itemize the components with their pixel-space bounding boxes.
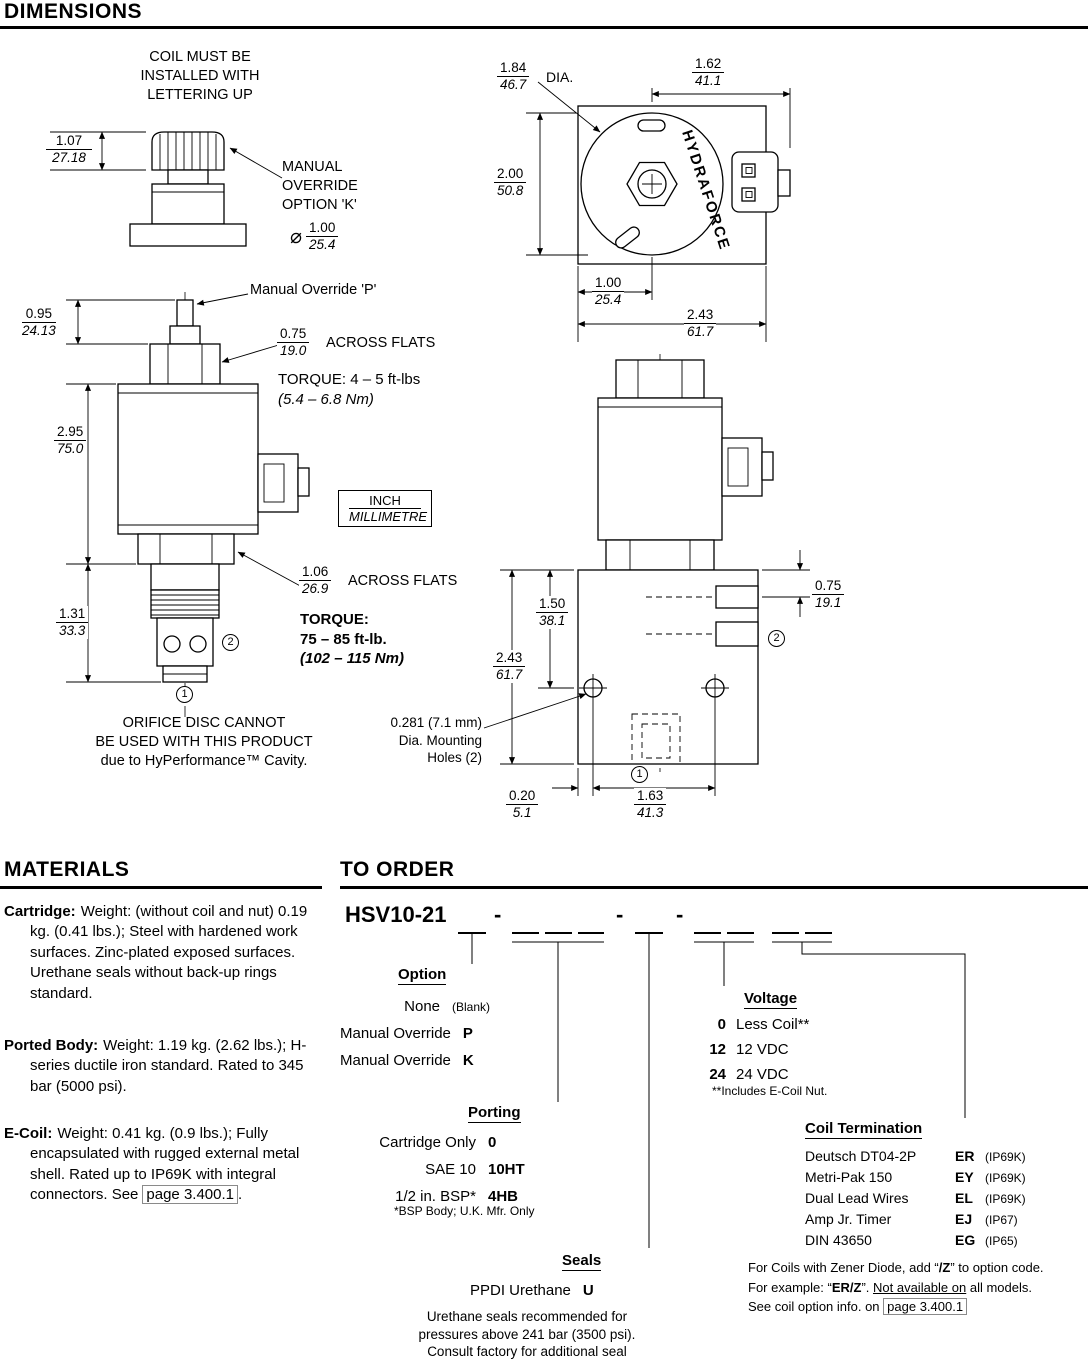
mounting-holes-note: 0.281 (7.1 mm) Dia. Mounting Holes (2) — [390, 715, 482, 766]
materials-ported-body: Ported Body:Weight: 1.19 kg. (2.62 lbs.)… — [4, 1037, 307, 1095]
bsp-note: *BSP Body; U.K. Mfr. Only — [394, 1204, 535, 1218]
manual-override-k-label: MANUAL OVERRIDE OPTION 'K' — [282, 159, 358, 213]
dim-body-top-to-hole: 1.50 38.1 — [536, 596, 569, 630]
option-heading: Option — [398, 966, 447, 985]
dim-cartridge-length: 1.31 33.3 — [56, 606, 89, 640]
materials-rule — [0, 886, 322, 889]
cartridge-torque-note: TORQUE: 75 – 85 ft-lb. (102 – 115 Nm) — [300, 611, 404, 667]
dim-stem-height: 0.95 24.13 — [22, 306, 56, 340]
model-prefix: HSV10-21 — [345, 902, 447, 927]
coil-option-page-link[interactable]: page 3.400.1 — [883, 1298, 968, 1315]
knob-drawing — [50, 131, 283, 247]
cartridge-drawing — [66, 292, 310, 717]
option-row-none: None(Blank) — [404, 998, 491, 1015]
across-flats-label-1: ACROSS FLATS — [326, 335, 436, 351]
voltage-heading: Voltage — [744, 990, 798, 1009]
materials-cartridge-text: Weight: (without coil and nut) 0.19 kg. … — [30, 903, 308, 1002]
zener-line-2: For example: “ER/Z”. Not available on al… — [748, 1279, 1032, 1295]
materials-ecoil-text: Weight: 0.41 kg. (0.9 lbs.); Fully encap… — [30, 1125, 300, 1204]
ecoil-page-link[interactable]: page 3.400.1 — [142, 1185, 238, 1205]
to-order-rule — [340, 886, 1088, 889]
dim-nut-flats: 1.06 26.9 — [299, 564, 332, 598]
dia-label: DIA. — [546, 69, 574, 85]
seals-heading: Seals — [562, 1252, 602, 1271]
dimensions-rule — [0, 26, 1088, 29]
voltage-blank-2 — [727, 910, 754, 934]
coil-install-note: COIL MUST BE INSTALLED WITH LETTERING UP — [140, 49, 260, 103]
materials-ecoil-suffix: . — [238, 1186, 243, 1204]
dash-3: - — [676, 902, 684, 927]
porting-heading: Porting — [468, 1104, 521, 1123]
materials-title: MATERIALS — [4, 858, 130, 881]
dash-1: - — [494, 902, 502, 927]
order-connector-lines — [471, 934, 966, 1248]
dim-port-depth: 0.75 19.1 — [812, 578, 845, 612]
across-flats-label-2: ACROSS FLATS — [348, 573, 458, 589]
diameter-symbol-icon: ⌀ — [290, 225, 303, 248]
zener-line-1: For Coils with Zener Diode, add “/Z” to … — [748, 1260, 1044, 1275]
dim-edge-to-hole: 0.20 5.1 — [506, 788, 539, 822]
seals-note: Urethane seals recommended for pressures… — [418, 1309, 636, 1360]
dim-coil-width: 1.62 41.1 — [692, 56, 725, 90]
coil-torque-note: TORQUE: 4 – 5 ft-lbs (5.4 – 6.8 Nm) — [278, 371, 421, 408]
coil-top-view-drawing: HYDRAFORCE — [526, 81, 791, 342]
materials-cartridge: Cartridge:Weight: (without coil and nut)… — [4, 903, 308, 1002]
zener-note: For Coils with Zener Diode, add “/Z” to … — [748, 1258, 1086, 1317]
dim-coil-body-height: 2.95 75.0 — [54, 424, 87, 458]
ecoil-nut-note: **Includes E-Coil Nut. — [712, 1084, 828, 1098]
dim-hole-spacing: 1.63 41.3 — [634, 788, 667, 822]
dimensions-title: DIMENSIONS — [4, 0, 143, 23]
porting-blank-3 — [578, 910, 604, 934]
seals-blank — [635, 910, 663, 934]
option-blank — [458, 910, 486, 934]
termination-heading: Coil Termination — [805, 1120, 923, 1139]
dim-coil-total-width: 2.43 61.7 — [684, 307, 717, 341]
termination-blank-1 — [772, 910, 799, 934]
voltage-blank-1 — [694, 910, 721, 934]
manual-override-p-label: Manual Override 'P' — [250, 282, 377, 298]
dim-knob-height: 1.07 27.18 — [46, 133, 92, 167]
orifice-note: ORIFICE DISC CANNOT BE USED WITH THIS PR… — [95, 715, 313, 769]
dash-2: - — [616, 902, 624, 927]
to-order-title: TO ORDER — [340, 858, 455, 881]
zener-line-3: See coil option info. on page 3.400.1 — [748, 1297, 1086, 1317]
porting-blank-2 — [545, 910, 572, 934]
dim-coil-center: 1.00 25.4 — [592, 275, 625, 309]
callout-2-badge-left: 2 — [222, 634, 239, 651]
materials-ported-body-text: Weight: 1.19 kg. (2.62 lbs.); H-series d… — [30, 1037, 307, 1095]
materials-ecoil: E-Coil:Weight: 0.41 kg. (0.9 lbs.); Full… — [4, 1125, 300, 1205]
porting-row-bsp: 1/2 in. BSP*4HB — [395, 1188, 519, 1205]
ported-body-drawing — [483, 354, 810, 796]
porting-blank-1 — [512, 910, 539, 934]
dim-coil-height: 2.00 50.8 — [494, 166, 527, 200]
dim-body-height: 2.43 61.7 — [493, 650, 526, 684]
dim-coil-diameter: 1.84 46.7 — [497, 60, 530, 94]
termination-blank-2 — [805, 910, 832, 934]
callout-2-badge-right: 2 — [768, 630, 785, 647]
callout-1-badge-left: 1 — [176, 686, 193, 703]
units-legend: INCH MILLIMETRE — [338, 490, 432, 527]
dim-hex-flats: 0.75 19.0 — [277, 326, 310, 360]
callout-1-badge-right: 1 — [631, 766, 648, 783]
